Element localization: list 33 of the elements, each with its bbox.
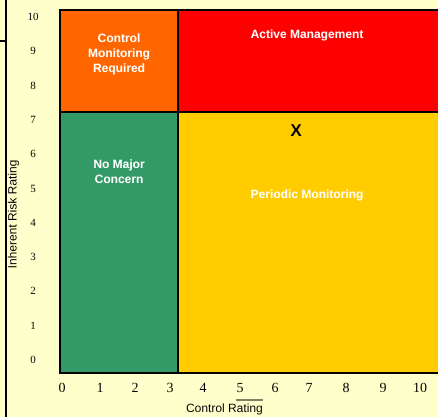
risk-zone	[59, 9, 179, 113]
axis-tick-label: 6	[270, 381, 280, 397]
risk-zone	[177, 111, 438, 374]
axis-tick-label: 3	[166, 381, 174, 397]
risk-zone	[59, 111, 179, 374]
axis-tick-label: 5	[29, 182, 37, 194]
axis-tick-label: 2	[29, 285, 37, 298]
zone-label: Periodic Monitoring	[250, 187, 364, 202]
axis-tick-label: 9	[378, 381, 388, 397]
axis-title: Control Rating	[186, 402, 263, 414]
axis-tick-label: 10	[412, 381, 428, 397]
zone-label: Active Management	[250, 27, 364, 42]
axis-tick-label: 9	[29, 45, 37, 58]
zone-label: Control Monitoring Required	[87, 31, 151, 76]
axis-tick-label: 1	[29, 320, 37, 332]
axis-title: Inherent Risk Rating	[6, 160, 18, 268]
axis-tick-label: 0	[29, 354, 37, 366]
axis-tick-label: 4	[29, 216, 37, 229]
axis-tick-label: 4	[198, 381, 208, 397]
axis-tick-label: 1	[96, 381, 104, 397]
zone-label: No Major Concern	[92, 157, 146, 187]
axis-tick-label: 10	[26, 11, 40, 23]
axis-tick-label: 8	[29, 80, 37, 92]
axis-tick-label: 0	[58, 381, 66, 397]
risk-zone	[177, 9, 438, 113]
axis-tick-label: 5	[236, 381, 244, 397]
axis-tick-label: 7	[29, 114, 37, 126]
axis-tick-label: 7	[304, 381, 314, 397]
axis-tick-label: 6	[29, 148, 37, 160]
axis-tick-label: 3	[29, 251, 37, 264]
axis-tick-label: 8	[342, 381, 350, 397]
axis-tick-label: 2	[130, 381, 140, 397]
position-marker: X	[289, 122, 303, 140]
